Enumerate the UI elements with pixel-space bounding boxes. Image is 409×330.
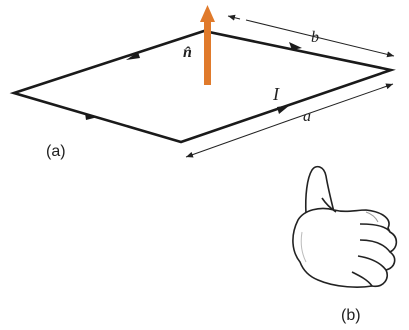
panel-a-label: (a) bbox=[46, 143, 66, 160]
dimension-a-label: a bbox=[303, 108, 311, 125]
dimension-a bbox=[185, 83, 394, 158]
panel-b-label: (b) bbox=[341, 307, 361, 324]
current-direction-arrow bbox=[289, 42, 302, 50]
thumbs-up-icon bbox=[292, 165, 398, 288]
current-direction-arrow bbox=[277, 105, 290, 114]
normal-vector-arrow bbox=[200, 5, 215, 85]
current-direction-arrow bbox=[85, 113, 98, 120]
dimension-b bbox=[227, 14, 395, 58]
dimension-b-label: b bbox=[311, 29, 319, 46]
current-label: I bbox=[272, 84, 280, 104]
current-direction-arrow bbox=[126, 52, 140, 60]
panel-b: (b) bbox=[292, 165, 398, 324]
current-loop bbox=[9, 29, 396, 144]
panel-a: n̂ I b a (a) bbox=[9, 5, 396, 160]
normal-vector-label: n̂ bbox=[183, 44, 192, 61]
